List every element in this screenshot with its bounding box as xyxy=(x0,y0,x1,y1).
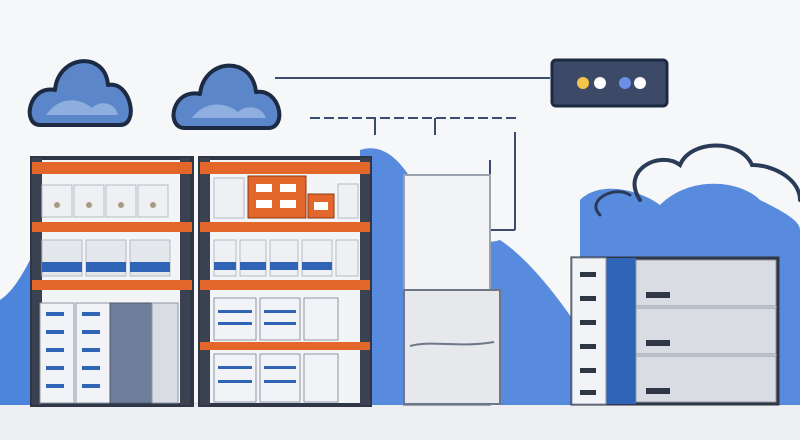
cloud-icon xyxy=(594,143,800,217)
server-stack xyxy=(570,256,780,406)
storage-cabinet xyxy=(403,174,501,406)
status-lights-icon xyxy=(550,58,669,108)
background-wave-left xyxy=(0,250,35,405)
storage-rack-left xyxy=(30,156,194,407)
cloud-icon xyxy=(171,63,282,130)
cloud-icon xyxy=(27,59,133,127)
floor xyxy=(0,402,800,440)
storage-rack-right xyxy=(198,156,372,407)
